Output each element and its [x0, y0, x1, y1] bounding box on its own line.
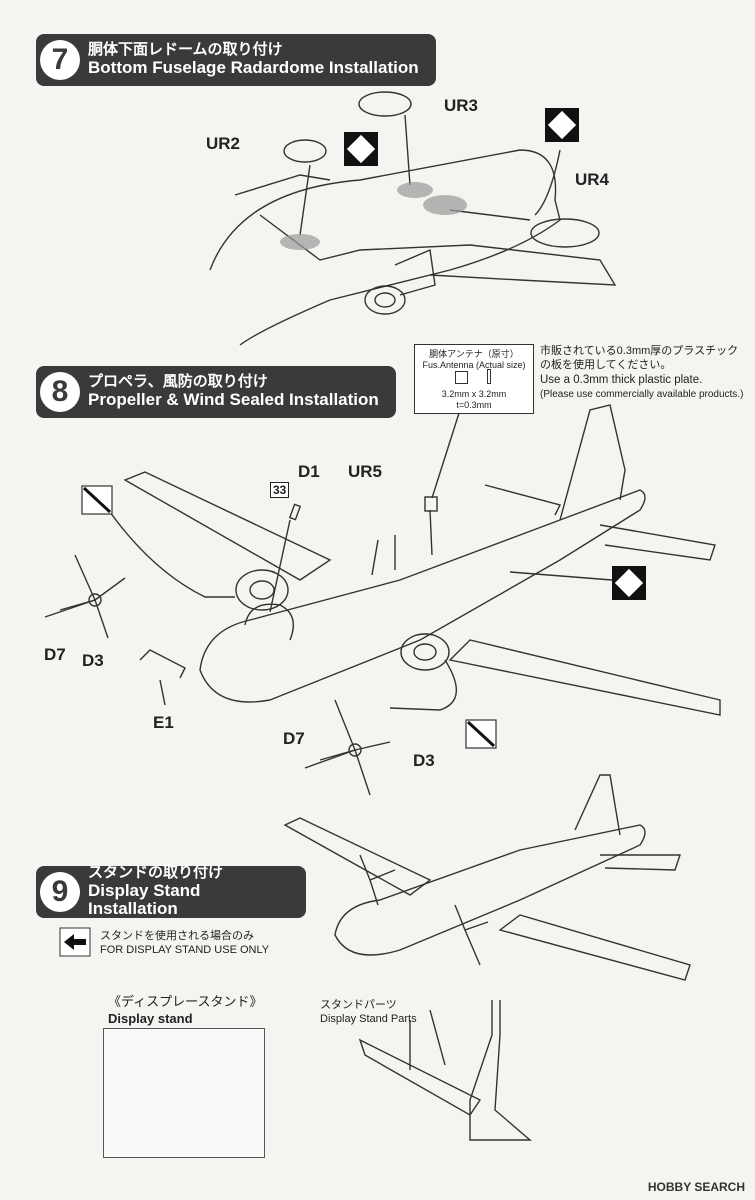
step9-title-en: Display Stand Installation	[88, 880, 201, 919]
antenna-title: 胴体アンテナ（原寸）	[429, 349, 519, 359]
antenna-square	[455, 371, 468, 384]
ur4-radome	[530, 218, 600, 248]
note-en-paren: (Please use commercially available produ…	[540, 388, 744, 400]
ur2-radome	[283, 139, 327, 163]
stand-label: 《ディスプレースタンド》 Display stand	[108, 994, 262, 1028]
note-jp-line1: 市販されている0.3mm厚のプラスチック	[540, 345, 739, 357]
step7-fuselage	[209, 149, 561, 346]
part-d7-left: D7	[44, 645, 66, 664]
stand-label-en: Display stand	[108, 1010, 193, 1026]
step9-right-wing	[498, 914, 691, 981]
plastic-plate-note: 市販されている0.3mm厚のプラスチック の板を使用してください。 Use a …	[540, 344, 750, 401]
step7-header: 7 胴体下面レドームの取り付け Bottom Fuselage Radardom…	[36, 34, 436, 86]
step9-number: 9	[40, 872, 80, 912]
step8-fuselage	[199, 489, 646, 703]
step9-tail	[574, 774, 621, 836]
note-jp-line2: の板を使用してください。	[540, 359, 672, 372]
step9-fuselage	[334, 824, 646, 956]
stand-parts-label: スタンドパーツ Display Stand Parts	[320, 998, 417, 1027]
note-en: Use a 0.3mm thick plastic plate.	[540, 373, 703, 386]
step7-wing	[259, 214, 617, 286]
stand-note-en: FOR DISPLAY STAND USE ONLY	[100, 944, 270, 957]
step7-title-jp: 胴体下面レドームの取り付け	[88, 41, 283, 59]
part-d7-right: D7	[283, 729, 305, 748]
part-d3-left: D3	[82, 651, 104, 670]
part-d1: D1	[298, 462, 320, 481]
stand-label-jp: 《ディスプレースタンド》	[108, 994, 263, 1009]
part-ur4: UR4	[575, 170, 610, 189]
stand-parts	[469, 1000, 532, 1141]
diamond-icon	[612, 566, 646, 600]
step8-header: 8 プロペラ、風防の取り付け Propeller & Wind Sealed I…	[36, 366, 396, 418]
part-d3-right: D3	[413, 751, 435, 770]
step9-header: 9 スタンドの取り付け Display Stand Installation	[36, 864, 306, 919]
part-ur2: UR2	[206, 134, 241, 153]
step9-left-wing	[283, 817, 432, 896]
diamond-icon	[545, 108, 579, 142]
stand-note: スタンドを使用される場合のみ FOR DISPLAY STAND USE ONL…	[100, 929, 269, 958]
part-ur3: UR3	[444, 96, 479, 115]
antenna-subtitle: Fus.Antenna (Actual size)	[422, 360, 526, 370]
decal-number: 33	[270, 482, 290, 498]
part-e1: E1	[153, 713, 174, 732]
parts-label-jp: スタンドパーツ	[320, 999, 397, 1011]
step8-left-wing	[123, 471, 332, 581]
e1-windscreen	[139, 649, 186, 679]
step8-right-wing	[448, 639, 721, 716]
part-ur5: UR5	[348, 462, 383, 481]
stand-sprue-frame	[103, 1028, 265, 1158]
step8-title-jp: プロペラ、風防の取り付け	[88, 373, 268, 391]
stand-note-jp: スタンドを使用される場合のみ	[100, 930, 254, 942]
antenna-thickness: t=0.3mm	[456, 400, 492, 410]
antenna-edge	[487, 369, 491, 384]
watermark-logo: HOBBY SEARCH	[647, 1180, 745, 1194]
step8-number: 8	[40, 372, 80, 412]
d3-propeller-right	[319, 699, 391, 796]
antenna-size-box: 胴体アンテナ（原寸） Fus.Antenna (Actual size) 3.2…	[414, 344, 534, 414]
parts-label-en: Display Stand Parts	[320, 1013, 417, 1026]
diamond-icon	[344, 132, 378, 166]
stand-base	[358, 1038, 482, 1116]
d3-propeller-left	[59, 554, 126, 639]
step8-title-en: Propeller & Wind Sealed Installation	[88, 389, 379, 409]
antenna-size: 3.2mm x 3.2mm	[441, 389, 507, 399]
step7-number: 7	[40, 40, 80, 80]
step8-tail	[559, 404, 626, 521]
step7-title-en: Bottom Fuselage Radardome Installation	[88, 57, 419, 77]
step9-title-jp: スタンドの取り付け	[88, 864, 224, 882]
ur3-radome	[358, 91, 412, 117]
